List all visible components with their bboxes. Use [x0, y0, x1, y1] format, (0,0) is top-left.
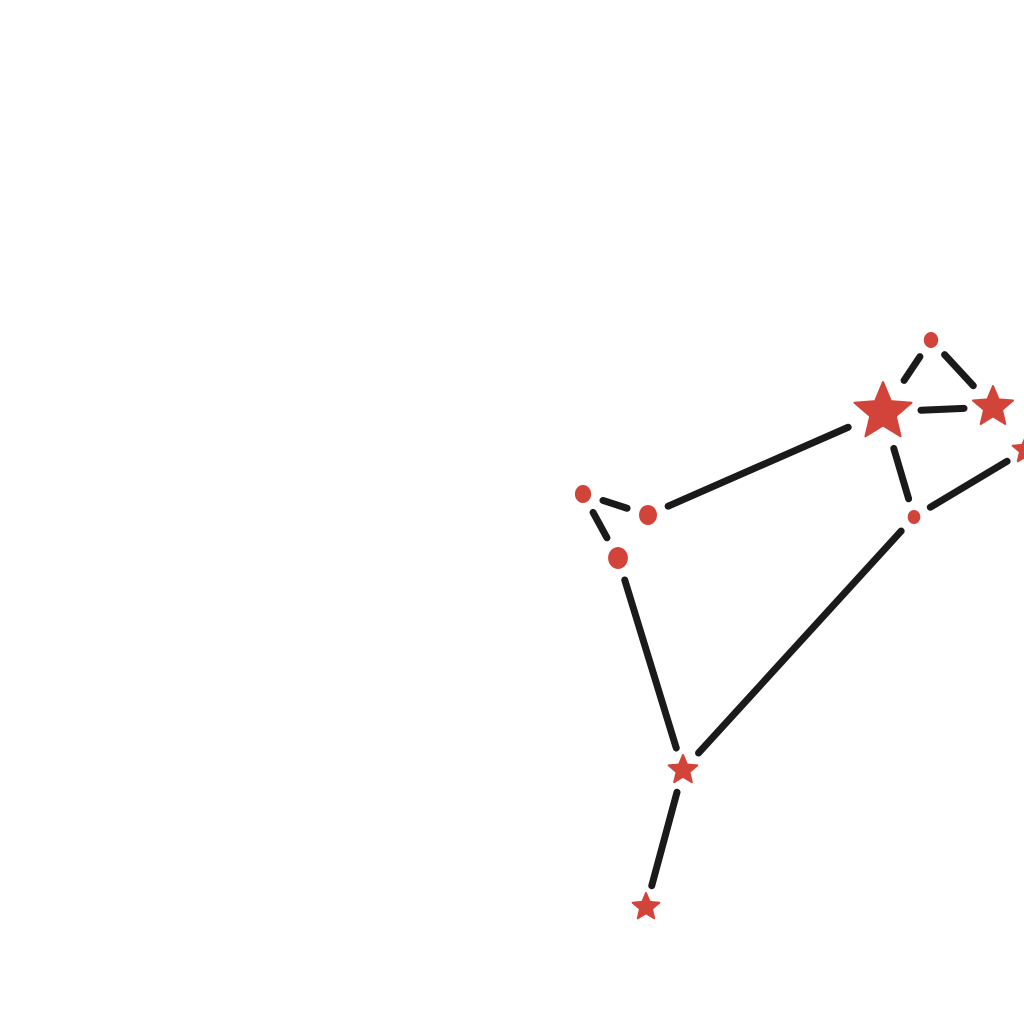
- connection-line-H-I: [621, 576, 680, 752]
- connection-line-G-H: [589, 508, 611, 542]
- connection-line-E-I: [695, 527, 905, 757]
- star-dot-icon: [574, 485, 592, 503]
- connection-line-B-E: [890, 444, 913, 503]
- connection-line-A-B: [900, 353, 924, 384]
- star-dot-icon: [923, 332, 939, 348]
- star-dot-icon: [907, 510, 921, 524]
- connection-line-B-C: [917, 404, 968, 414]
- connection-line-B-F: [664, 423, 852, 510]
- connection-line-F-G: [599, 496, 631, 512]
- connection-line-A-C: [941, 351, 977, 390]
- connection-line-I-J: [648, 788, 681, 890]
- star-dot-icon: [608, 547, 628, 569]
- star-icon: [1011, 438, 1024, 463]
- star-icon: [853, 381, 913, 438]
- star-icon: [972, 385, 1014, 425]
- star-dot-icon: [639, 505, 657, 525]
- star-icon: [631, 892, 661, 920]
- star-icon: [667, 754, 699, 784]
- connection-line-E-D: [926, 457, 1011, 511]
